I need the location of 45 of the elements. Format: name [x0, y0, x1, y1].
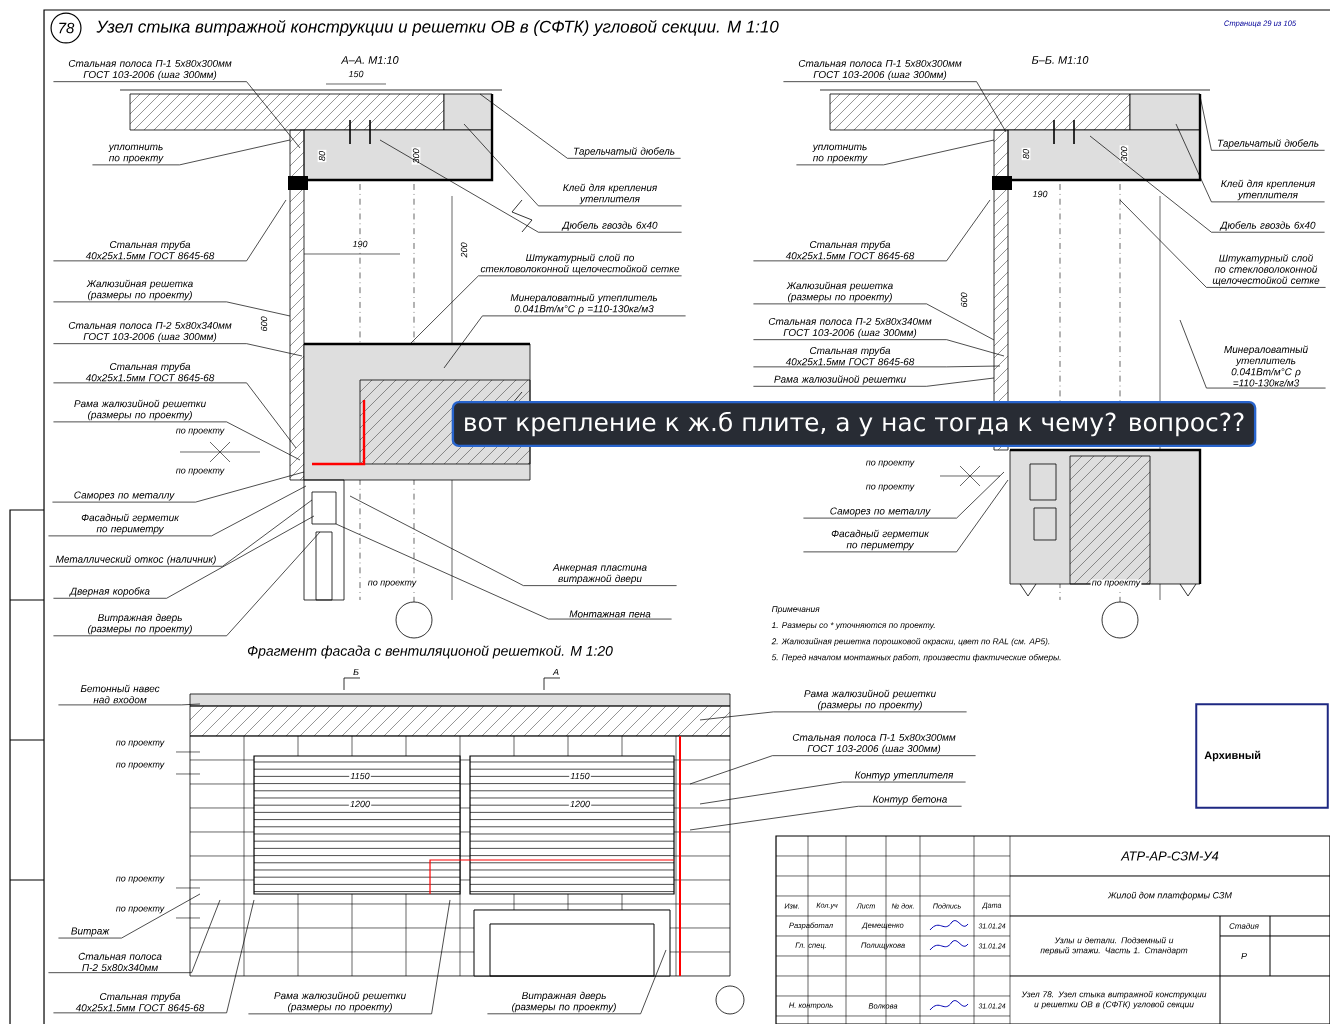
leader-line: [1175, 123, 1325, 203]
leader-line: [53, 531, 321, 637]
leader-line: [753, 303, 995, 341]
leader-line: [1119, 199, 1326, 288]
leader-line: [58, 703, 201, 706]
leader-line: [1179, 319, 1326, 389]
leader-line: [699, 781, 966, 805]
leader-line: [53, 382, 297, 449]
leader-line: [53, 421, 301, 461]
leader-line: [248, 899, 451, 1015]
leader-line: [796, 139, 995, 166]
leader-line: [53, 899, 255, 1014]
leader-line: [783, 81, 1007, 133]
leader-line: [803, 471, 1005, 519]
leader-line: [379, 139, 682, 233]
leader-line: [53, 301, 291, 317]
leader-line: [1089, 135, 1325, 233]
leader-line: [753, 377, 995, 387]
leader-line: [53, 515, 315, 599]
leader-line: [753, 339, 1005, 357]
leader-line: [335, 523, 672, 620]
leader-line: [53, 343, 303, 357]
leader-line: [463, 123, 682, 207]
leader-line: [753, 199, 991, 262]
leader-line: [48, 485, 307, 537]
leader-line: [689, 755, 976, 785]
leader-line: [58, 893, 201, 939]
leader-line: [53, 81, 301, 149]
leader-line: [53, 199, 287, 262]
leader-line: [1199, 95, 1325, 151]
leader-line: [443, 315, 686, 369]
leader-line: [487, 949, 667, 1015]
leader-line: [52, 471, 305, 503]
leader-line: [699, 711, 967, 721]
leader-line: [409, 275, 682, 345]
comment-box: вот крепление к ж.б плите, а у нас тогда к чему? вопрос??: [451, 400, 1257, 448]
leader-line: [479, 93, 681, 159]
title: Узел стыка витражной конструкции и решетки ОВ в (СФТК) угловой секции. М 1:10: [96, 19, 779, 36]
leader-line: [48, 899, 221, 974]
leader-line: [803, 479, 1009, 553]
leader-line: [689, 805, 962, 831]
leader-line: [349, 495, 677, 586]
leader-line: [92, 139, 291, 166]
leader-line: [49, 499, 313, 567]
leader-line: [753, 365, 1001, 368]
